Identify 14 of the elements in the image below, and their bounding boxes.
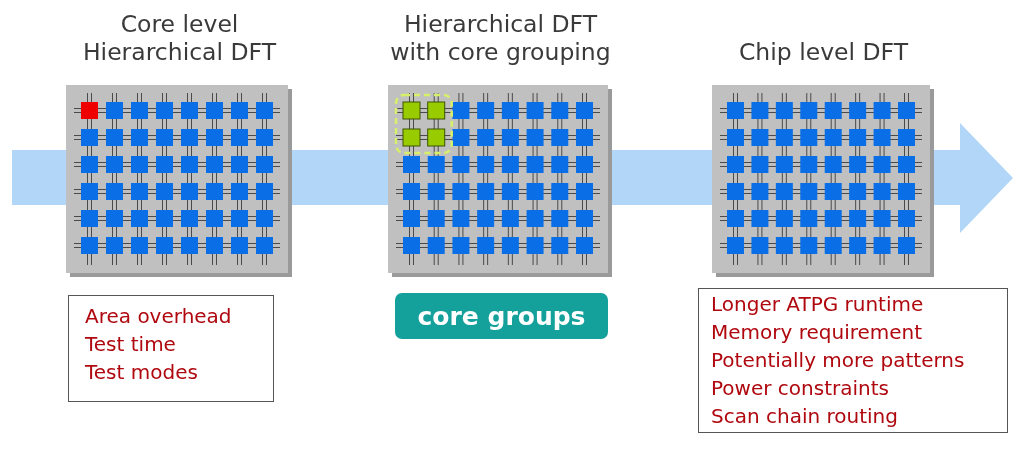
note-panel [698,288,1008,433]
note-text: Memory requirement [711,319,924,346]
note-panel [68,295,274,402]
note-text: Area overhead [85,303,233,330]
note-text: Power constraints [711,375,890,402]
panel-title: Hierarchical DFT with core grouping [389,10,612,66]
note-text: Longer ATPG runtime [711,291,925,318]
panel-title: Core level Hierarchical DFT [81,10,278,66]
label-pill: core groups [395,293,608,339]
note-text: Test modes [85,359,199,386]
note-text: Test time [85,331,177,358]
note-text: Potentially more patterns [711,347,966,374]
note-text: Scan chain routing [711,403,899,430]
panel-title: Chip level DFT [737,38,910,66]
